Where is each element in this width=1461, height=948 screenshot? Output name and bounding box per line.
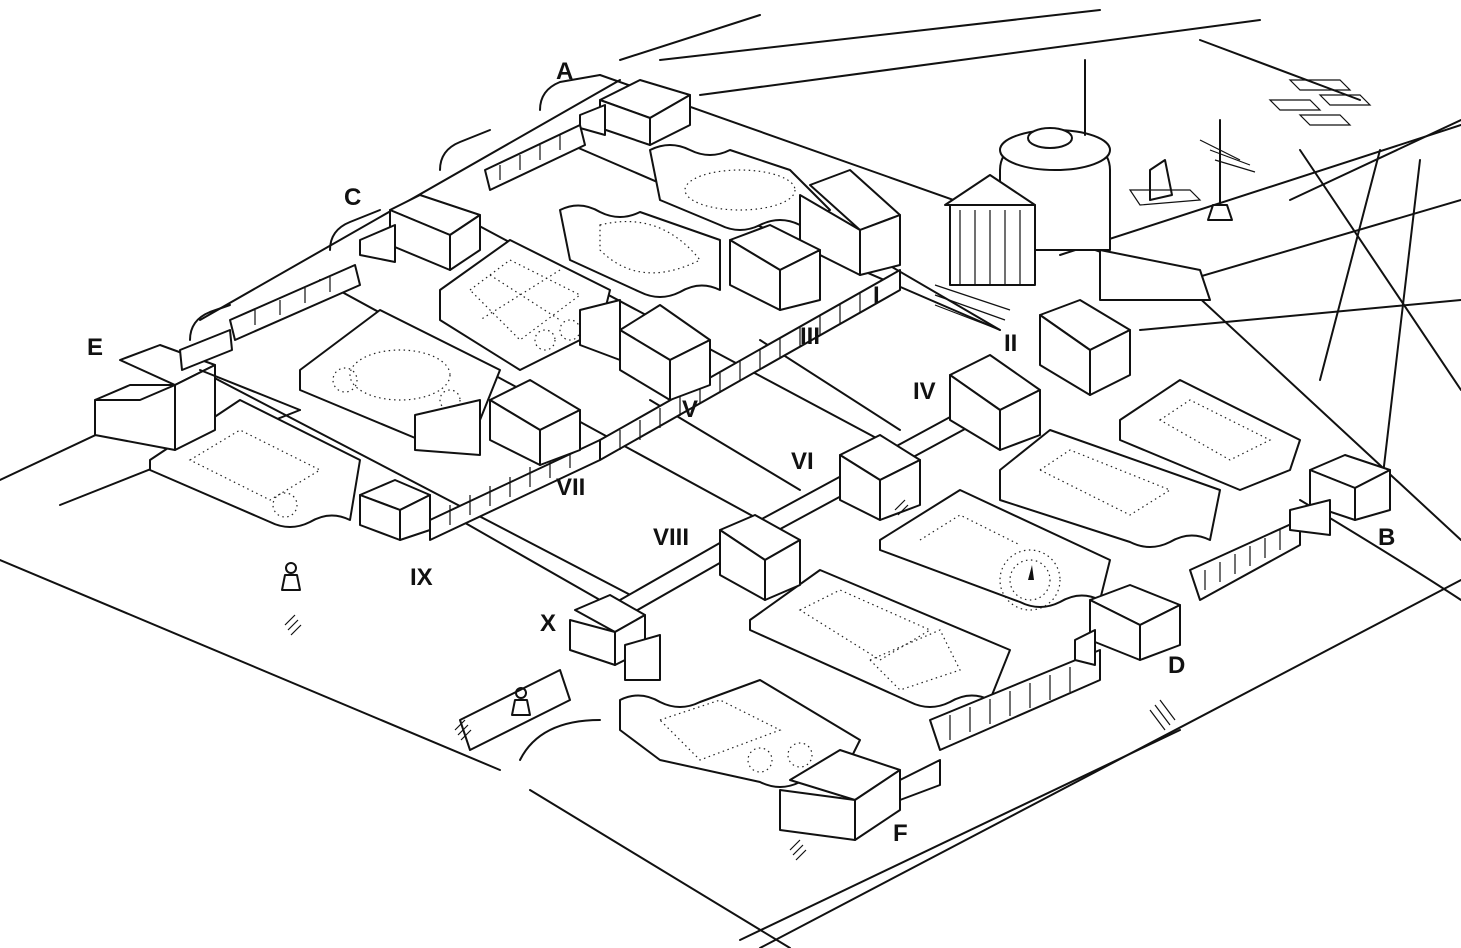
buildings	[94, 79, 1391, 841]
ground-edges	[189, 74, 601, 751]
label-ii: II	[1004, 330, 1018, 357]
label-iv: IV	[913, 378, 936, 405]
rotunda	[934, 59, 1256, 331]
roads	[0, 9, 1461, 948]
label-vii: VII	[556, 474, 586, 501]
label-a: A	[556, 58, 574, 85]
label-e: E	[87, 334, 104, 361]
statues	[281, 562, 1034, 716]
label-f: F	[893, 820, 908, 847]
label-ix: IX	[410, 564, 433, 591]
label-viii: VIII	[653, 524, 690, 551]
label-x: X	[540, 610, 557, 637]
label-c: C	[344, 184, 362, 211]
label-d: D	[1168, 652, 1186, 679]
label-v: V	[682, 396, 699, 423]
label-b: B	[1378, 524, 1396, 551]
label-vi: VI	[791, 448, 814, 475]
dormitory-ranges	[179, 124, 586, 371]
label-i: I	[873, 282, 880, 309]
gardens	[149, 144, 1301, 788]
label-iii: III	[800, 323, 821, 350]
